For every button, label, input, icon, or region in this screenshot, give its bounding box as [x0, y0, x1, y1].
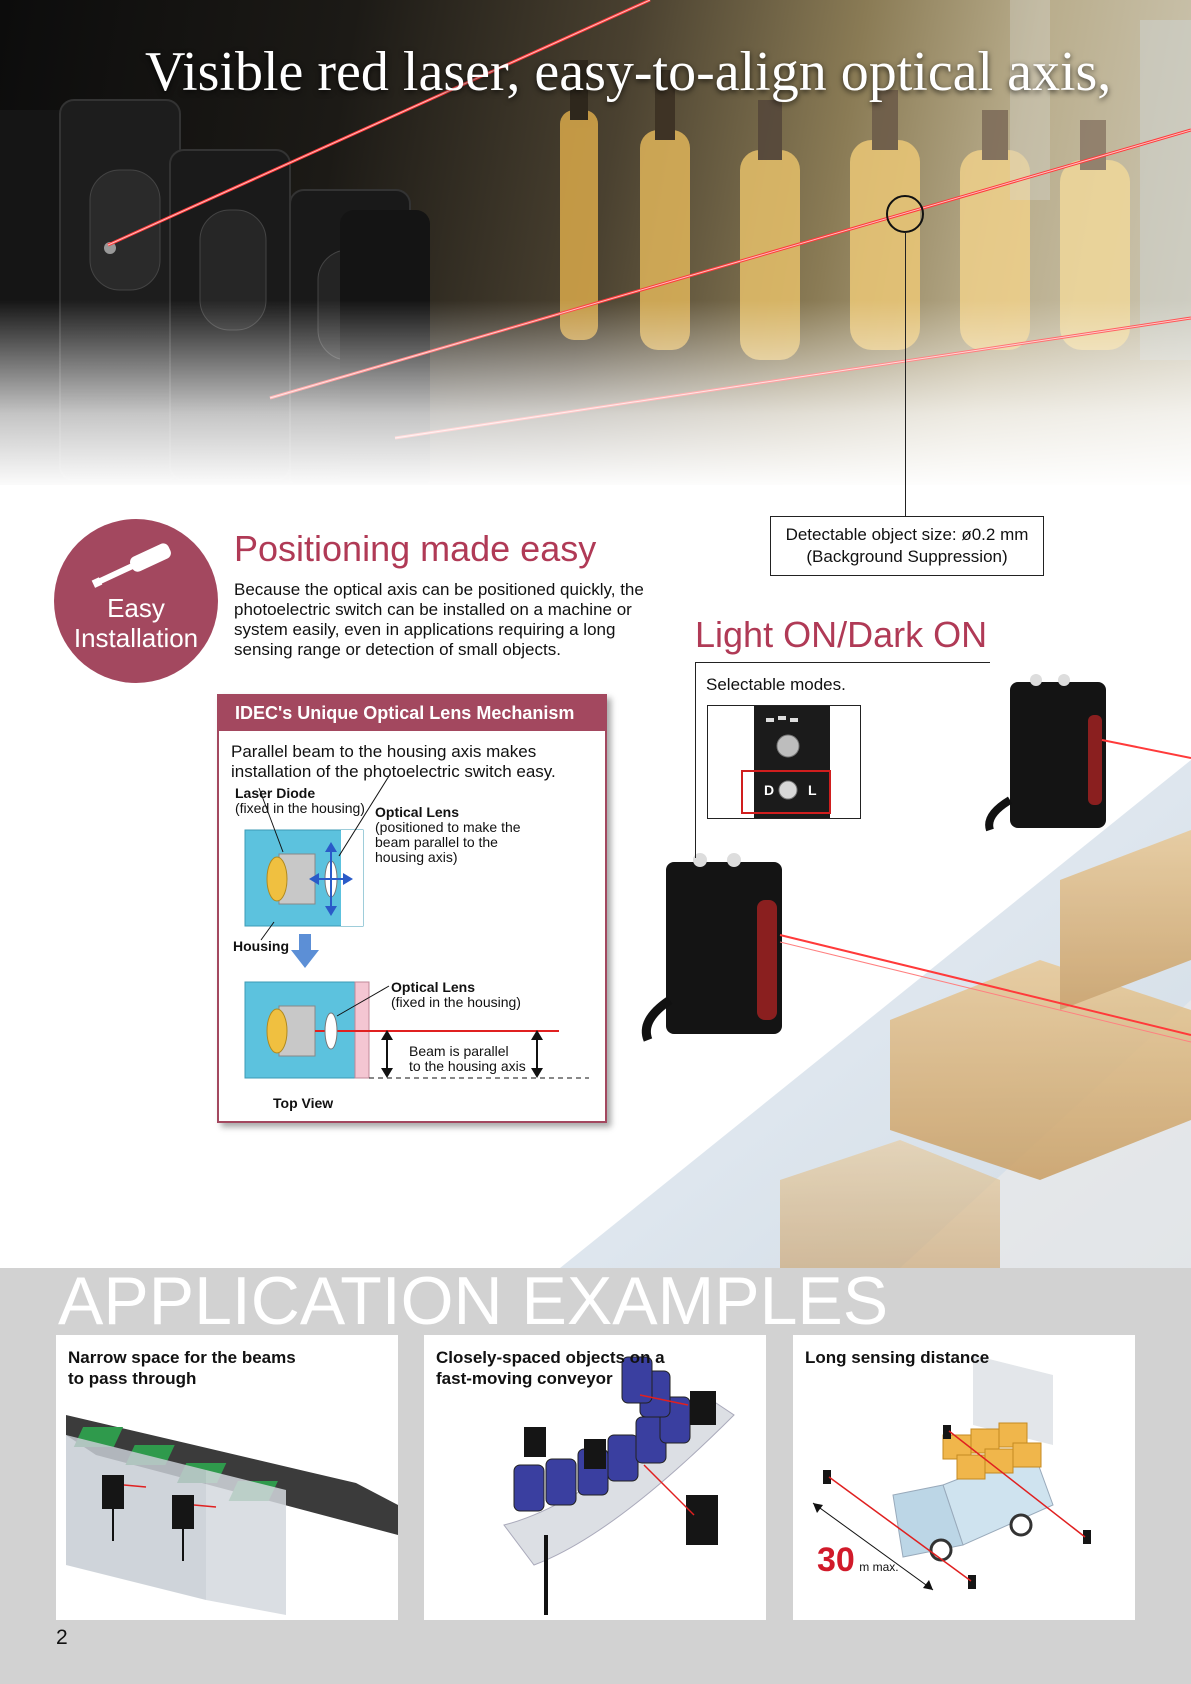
app-card-title-2: Closely-spaced objects on a fast-moving … — [436, 1348, 665, 1388]
cardboard-boxes — [780, 830, 1191, 1268]
app-card-title-1: Narrow space for the beams to pass throu… — [68, 1348, 296, 1388]
positioning-title: Positioning made easy — [234, 528, 597, 569]
distance-unit: m max. — [859, 1560, 899, 1574]
lens-box-intro: Parallel beam to the housing axis makes … — [231, 742, 556, 781]
app-card-long-distance: Long sensing distance 30 m max. — [793, 1335, 1135, 1620]
lens-box-header: IDEC's Unique Optical Lens Mechanism — [219, 696, 605, 731]
easy-installation-badge: Easy Installation — [54, 519, 218, 683]
optical-lens-title-1: Optical Lens — [375, 804, 460, 820]
housing-label: Housing — [233, 939, 289, 954]
truck — [892, 1422, 1054, 1562]
lens-diagram — [244, 775, 589, 1079]
optical-lens-note-1c: housing axis) — [375, 849, 458, 865]
badge-line-2: Installation — [73, 623, 199, 653]
sensor-unit-right — [985, 674, 1106, 832]
housing-title: Housing — [233, 938, 289, 954]
application-title: APPLICATION EXAMPLES — [58, 1263, 889, 1339]
light-dark-rule — [695, 662, 990, 663]
narrow-space-illustration — [66, 1415, 398, 1615]
optical-lens-label-2: Optical Lens (fixed in the housing) — [391, 980, 521, 1010]
distance-readout: 30 m max. — [817, 1541, 899, 1580]
optical-lens-note-2: (fixed in the housing) — [391, 994, 521, 1010]
light-dark-title: Light ON/Dark ON — [695, 614, 988, 655]
beam-note-2: to the housing axis — [409, 1058, 526, 1074]
callout-line-2: (Background Suppression) — [806, 547, 1008, 566]
conveyor-illustration — [560, 674, 1191, 1268]
callout-line-1: Detectable object size: ø0.2 mm — [785, 525, 1029, 544]
optical-lens-label-1: Optical Lens (positioned to make the bea… — [375, 805, 521, 865]
beam-note-1: Beam is parallel — [409, 1043, 509, 1059]
distance-value: 30 — [817, 1541, 855, 1579]
screwdriver-icon — [91, 543, 171, 588]
conveyor-objects-illustration — [503, 1356, 735, 1615]
sensor-unit-front — [641, 853, 782, 1042]
laser-diode-title: Laser Diode — [235, 785, 316, 801]
top-view-label: Top View — [273, 1096, 333, 1111]
beam-parallel-label: Beam is parallel to the housing axis — [409, 1044, 526, 1074]
app-card-conveyor: Closely-spaced objects on a fast-moving … — [424, 1335, 766, 1620]
light-dark-leader — [695, 662, 696, 858]
badge-line-1: Easy — [107, 593, 165, 623]
lens-mechanism-box: IDEC's Unique Optical Lens Mechanism Par… — [217, 694, 607, 1123]
optical-lens-note-1b: beam parallel to the — [375, 834, 498, 850]
page-number: 2 — [56, 1626, 68, 1649]
laser-diode-label: Laser Diode (fixed in the housing) — [235, 786, 365, 816]
optical-lens-title-2: Optical Lens — [391, 979, 476, 995]
top-view-title: Top View — [273, 1095, 334, 1111]
optical-lens-note-1a: (positioned to make the — [375, 819, 521, 835]
laser-diode-note: (fixed in the housing) — [235, 800, 365, 816]
callout-leader-line — [905, 232, 906, 516]
app-card-narrow-space: Narrow space for the beams to pass throu… — [56, 1335, 398, 1620]
app-card-title-3: Long sensing distance — [805, 1348, 990, 1367]
hero-fade — [0, 300, 1191, 485]
detectable-size-callout: Detectable object size: ø0.2 mm (Backgro… — [770, 516, 1044, 576]
dial-l-label: L — [808, 782, 817, 798]
light-dark-subtitle: Selectable modes. — [706, 675, 846, 694]
hero-banner: Visible red laser, easy-to-align optical… — [0, 0, 1191, 485]
mode-dial-box: D L — [707, 705, 861, 819]
positioning-body: Because the optical axis can be position… — [234, 580, 644, 659]
dial-d-label: D — [764, 782, 775, 798]
hero-title: Visible red laser, easy-to-align optical… — [145, 41, 1112, 103]
long-distance-illustration — [812, 1355, 1091, 1591]
mode-dial-illustration — [741, 706, 831, 818]
